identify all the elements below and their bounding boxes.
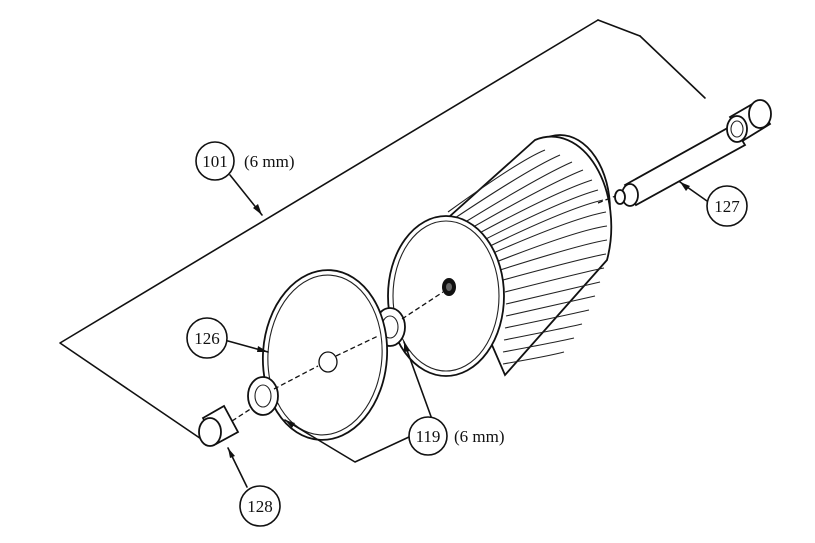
callout-128-number: 128 <box>247 497 273 516</box>
disc-126 <box>261 269 389 441</box>
callout-101: 101 (6 mm) <box>195 141 295 181</box>
callout-101-note: (6 mm) <box>244 152 295 171</box>
washer-119-lower <box>247 365 319 416</box>
callout-127: 127 <box>706 185 748 227</box>
callout-101-number: 101 <box>202 152 228 171</box>
callout-126-number: 126 <box>194 329 220 348</box>
drum-spool <box>387 134 613 377</box>
callout-128: 128 <box>239 485 281 527</box>
callout-119: 119 (6 mm) <box>408 416 505 456</box>
drum-grooves <box>447 149 608 365</box>
callout-126: 126 <box>186 317 228 359</box>
callout-119-number: 119 <box>416 427 441 446</box>
shaft-127 <box>597 99 772 207</box>
callout-127-number: 127 <box>714 197 740 216</box>
callout-119-note: (6 mm) <box>454 427 505 446</box>
nut-128 <box>198 404 253 447</box>
kit-bracket-101 <box>59 19 706 446</box>
